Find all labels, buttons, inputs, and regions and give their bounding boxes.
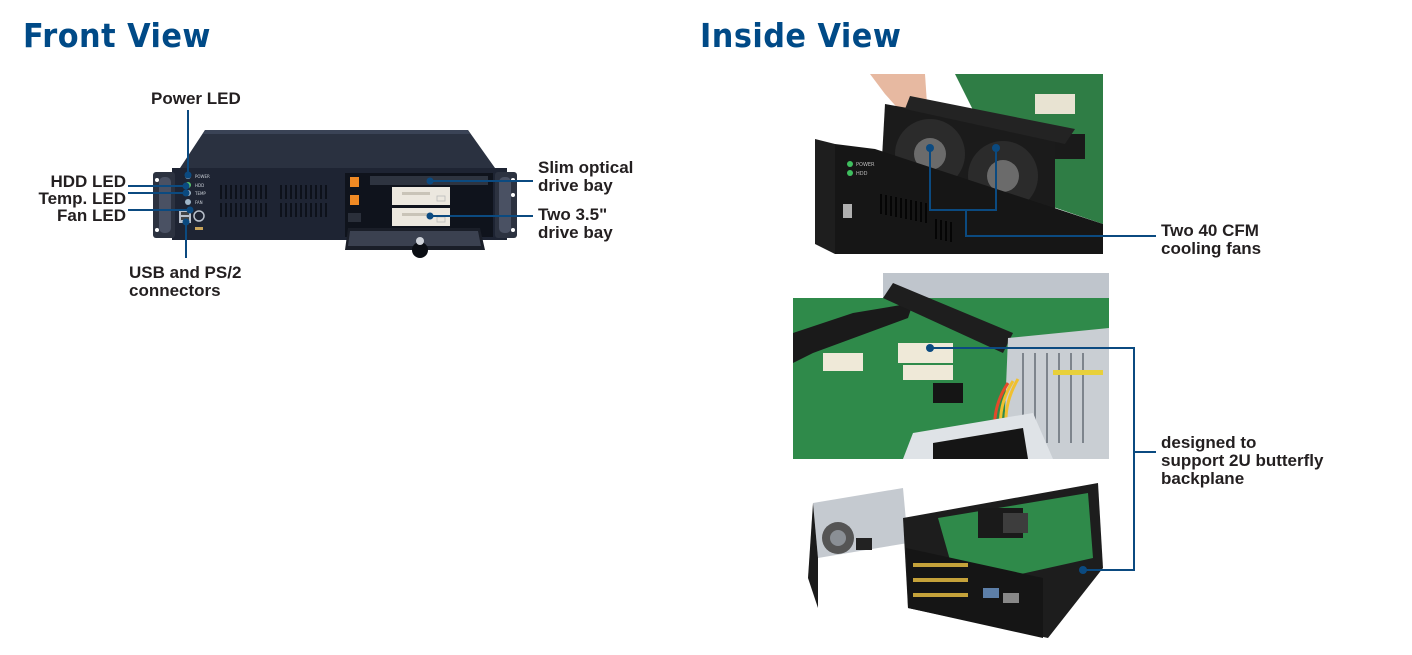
svg-text:HDD: HDD bbox=[195, 183, 204, 188]
svg-text:POWER: POWER bbox=[856, 162, 875, 168]
svg-text:FAN: FAN bbox=[195, 200, 203, 205]
svg-text:TEMP: TEMP bbox=[194, 191, 206, 196]
svg-text:POWER: POWER bbox=[195, 174, 210, 179]
slim-optical-label: Slim optical drive bay bbox=[538, 158, 634, 195]
temp-led-label: Temp. LED bbox=[38, 189, 126, 208]
fan-led-label: Fan LED bbox=[57, 206, 126, 225]
svg-text:HDD: HDD bbox=[856, 171, 868, 177]
power-led-label: Power LED bbox=[151, 89, 241, 108]
cooling-fans-label: Two 40 CFM cooling fans bbox=[1161, 221, 1262, 258]
backplane-top-image bbox=[793, 273, 1109, 459]
backplane-bottom-image bbox=[808, 478, 1108, 643]
butterfly-backplane-label: designed to support 2U butterfly backpla… bbox=[1161, 433, 1324, 488]
two-35-drive-bay-label: Two 3.5" drive bay bbox=[538, 205, 613, 242]
hdd-led-label: HDD LED bbox=[50, 172, 126, 191]
front-view-heading: Front View bbox=[23, 16, 211, 55]
usb-ps2-label: USB and PS/2 connectors bbox=[129, 263, 242, 300]
inside-view-heading: Inside View bbox=[700, 16, 902, 55]
